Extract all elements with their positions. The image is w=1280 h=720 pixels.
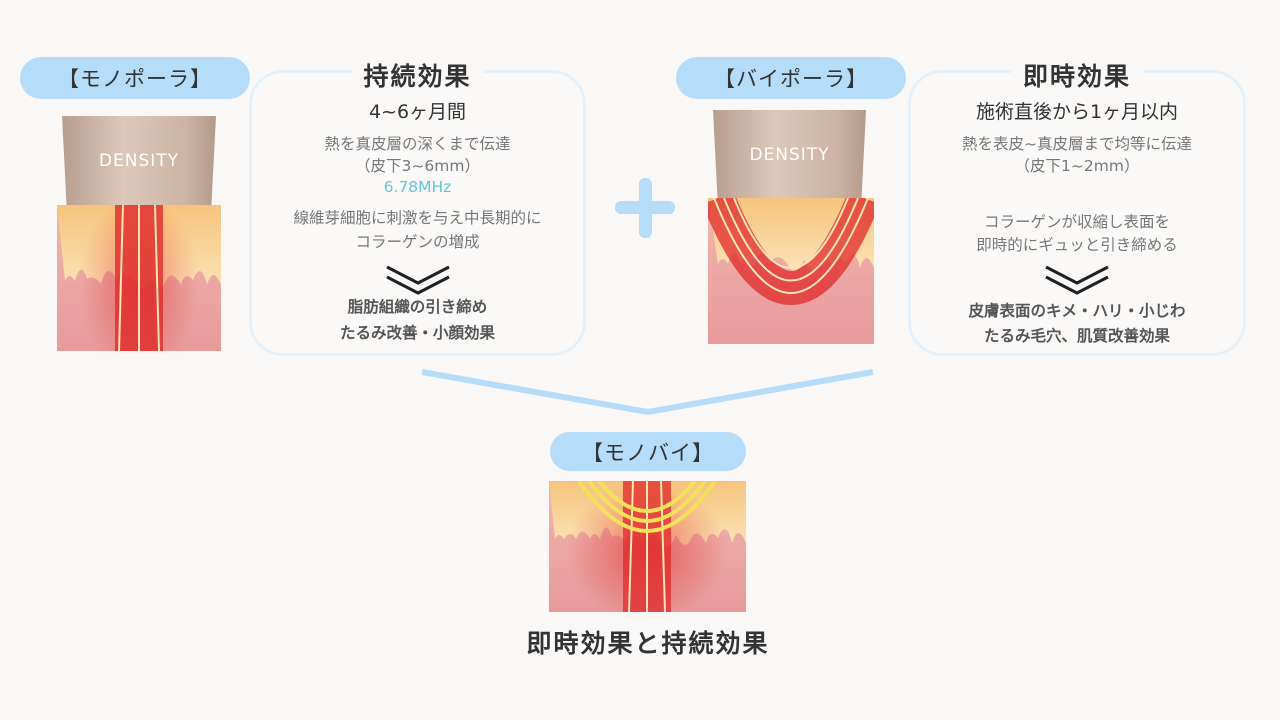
- bipolar-label: 【バイポーラ】: [676, 57, 906, 99]
- plus-icon: [639, 178, 652, 238]
- immediate-desc: コラーゲンが収縮し表面を: [983, 213, 1170, 231]
- combined-label: 【モノバイ】: [550, 432, 746, 471]
- sustained-depth: （皮下3~6mm）: [355, 157, 480, 175]
- sustained-desc: 熱を真皮層の深くまで伝達: [324, 135, 511, 153]
- bipolar-skin-illustration: [708, 198, 874, 344]
- monopolar-skin-illustration: [57, 205, 221, 351]
- sustained-title: 持続効果: [351, 57, 484, 93]
- immediate-duration: 施術直後から1ヶ月以内: [975, 101, 1179, 123]
- sustained-duration: 4~6ヶ月間: [368, 101, 467, 123]
- density-device-bi: DENSITY: [713, 110, 866, 200]
- device-label: DENSITY: [98, 151, 180, 171]
- sustained-desc: 線維芽細胞に刺激を与え中長期的に: [293, 209, 542, 227]
- density-device-mono: DENSITY: [62, 116, 216, 206]
- immediate-desc: 即時的にギュッと引き締める: [976, 236, 1178, 254]
- double-chevron-down-icon: [385, 265, 450, 295]
- combined-caption: 即時効果と持続効果: [526, 629, 770, 658]
- sustained-result: たるみ改善・小顔効果: [339, 324, 495, 342]
- double-chevron-down-icon: [1045, 265, 1109, 295]
- combined-skin-illustration: [549, 481, 746, 612]
- monopolar-label: 【モノポーラ】: [20, 57, 250, 99]
- immediate-result: 皮膚表面のキメ・ハリ・小じわ: [968, 302, 1186, 320]
- sustained-result: 脂肪組織の引き締め: [347, 298, 488, 316]
- device-label: DENSITY: [749, 145, 830, 165]
- immediate-effect-card: 即時効果 施術直後から1ヶ月以内 熱を表皮~真皮層まで均等に伝達 （皮下1~2m…: [908, 57, 1246, 356]
- immediate-title: 即時効果: [1010, 57, 1144, 93]
- sustained-effect-card: 持続効果 4~6ヶ月間 熱を真皮層の深くまで伝達 （皮下3~6mm） 6.78M…: [249, 57, 586, 356]
- immediate-desc: 熱を表皮~真皮層まで均等に伝達: [962, 135, 1192, 153]
- merge-connector-line: [421, 369, 874, 416]
- sustained-frequency: 6.78MHz: [383, 178, 452, 196]
- sustained-desc: コラーゲンの増成: [355, 233, 480, 251]
- immediate-depth: （皮下1~2mm）: [1014, 157, 1140, 175]
- immediate-result: たるみ毛穴、肌質改善効果: [983, 327, 1170, 345]
